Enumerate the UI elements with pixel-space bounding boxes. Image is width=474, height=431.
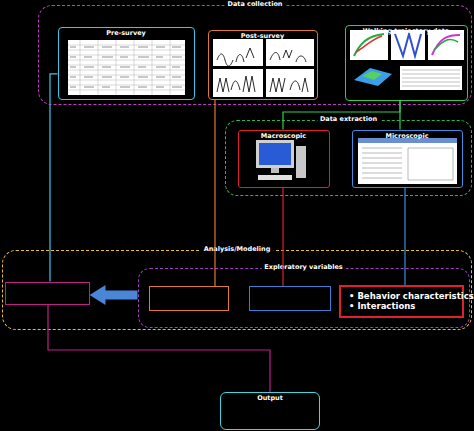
window-content [362,148,453,180]
computer-tower [296,146,306,178]
box-title: Post-survey [209,33,317,40]
group-label: Data collection [224,1,285,8]
table-entries [70,47,182,87]
group-band: • Behavior characteristics• Interactions… [2,250,472,330]
box-title: Walking trajectory data [346,28,467,35]
keyboard [258,175,292,180]
output-box: Output [220,392,320,430]
surface-plot [354,68,392,86]
monitor-screen [259,143,291,165]
variable-box: • Behavior characteristics• Interactions [339,285,464,318]
monitor-frame [256,140,294,168]
group-band: MacroscopicMicroscopicData extraction [225,120,472,196]
data-table-rows [402,70,460,86]
surface-plot [362,71,382,80]
survey-table [68,40,185,95]
sketch-panel [266,69,314,97]
connector-line [399,101,400,130]
connector-line [283,101,400,130]
group-label: Exploratory variables [261,264,345,271]
box-title: Output [221,395,319,402]
sketch-panel [266,39,314,66]
variable-box [149,286,229,311]
bullet-item: • Interactions [341,302,462,312]
data-table [400,66,462,90]
group-band: • Behavior characteristics• Interactions… [138,268,470,328]
bullet-item: • Behavior characteristics [341,292,462,302]
data-box: Walking trajectory data [345,25,468,101]
connector-line [48,305,270,393]
trajectory-line [432,35,460,55]
connector-line [282,188,283,287]
block-arrow-head [90,295,104,296]
connector-line [404,188,405,286]
table-grid [68,40,185,95]
group-label: Analysis/Modeling [201,246,274,253]
box-title: Pre-survey [59,30,194,37]
block-arrow [100,291,138,300]
software-window [358,138,457,184]
data-box: Pre-survey [58,27,195,100]
variable-box [249,286,331,311]
box-title: Microscopic [353,133,462,140]
sketch-panel [213,39,263,66]
trajectory-line [354,34,384,56]
box-title: Macroscopic [239,133,329,140]
group-band: Pre-survey Post-survey Walking trajectory … [38,5,472,105]
connector-line [50,74,58,282]
trajectory-line [395,34,421,56]
figure-sketches [217,48,308,92]
process-box: Macroscopic [238,130,330,188]
trajectory-line [434,40,458,50]
process-box: Microscopic [352,130,463,188]
model-box [5,282,90,305]
group-label: Data extraction [317,116,380,123]
trajectory-line [356,36,382,52]
connector-line [214,100,215,287]
monitor-stand [271,168,279,173]
data-box: Post-survey [208,30,318,100]
